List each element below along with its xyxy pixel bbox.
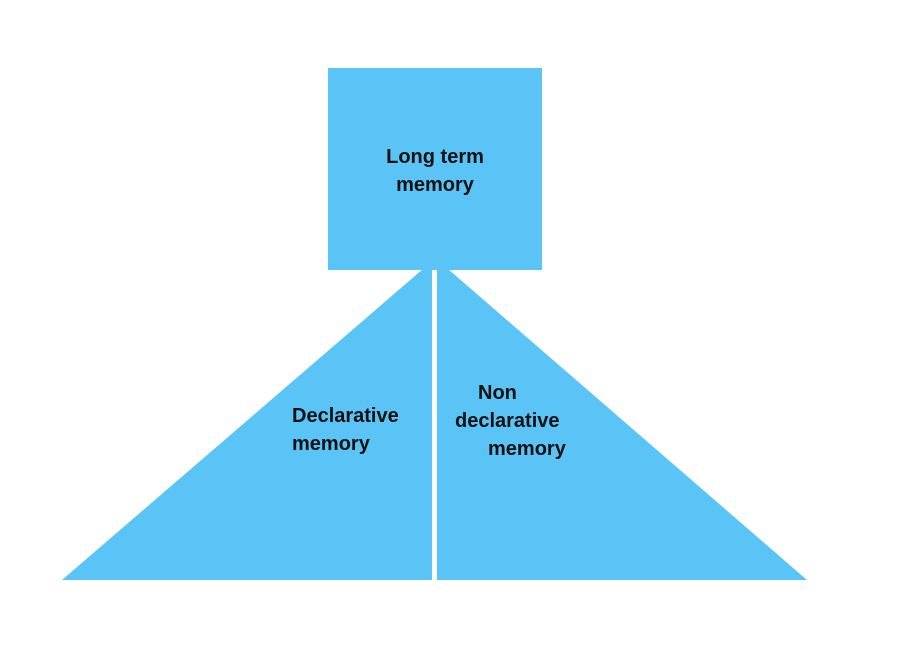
non-declarative-memory-triangle xyxy=(437,269,807,580)
declarative-memory-triangle xyxy=(62,269,432,580)
long-term-memory-label-1: Long term xyxy=(386,146,484,168)
long-term-memory-label-2: memory xyxy=(396,174,475,196)
non-declarative-label-3: memory xyxy=(488,438,567,460)
non-declarative-label-2: declarative xyxy=(455,410,560,432)
declarative-label-2: memory xyxy=(292,433,371,455)
non-declarative-label-1: Non xyxy=(478,382,517,404)
long-term-memory-box xyxy=(328,68,542,270)
declarative-label-1: Declarative xyxy=(292,405,399,427)
